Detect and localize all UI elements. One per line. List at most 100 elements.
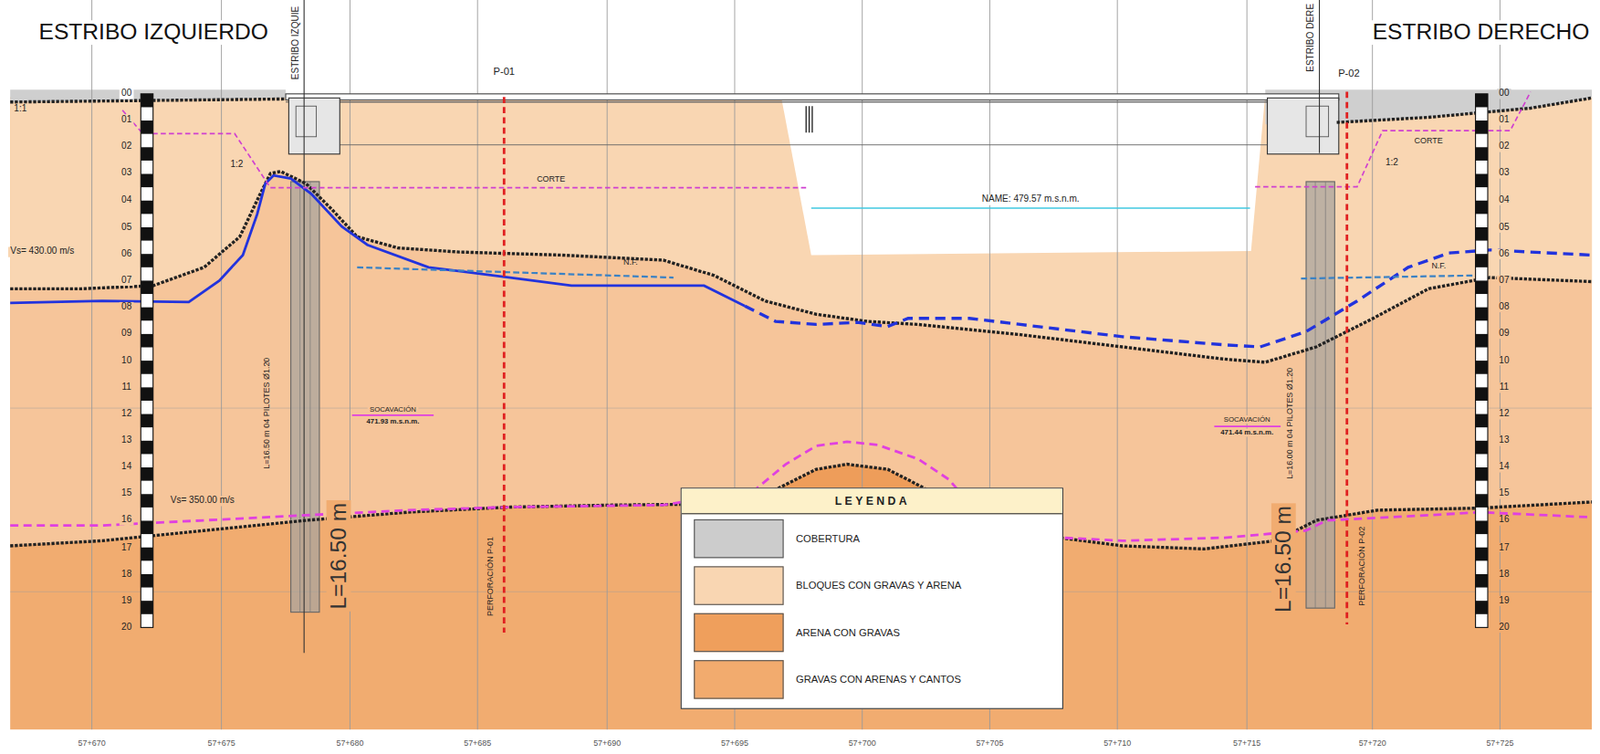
station-number: 57+685 [461, 739, 494, 749]
ruler-frame [1475, 94, 1488, 628]
water-table-label: N.F. [1429, 261, 1448, 272]
depth-number: 17 [1496, 542, 1512, 553]
borehole-label: P-01 [491, 65, 517, 77]
depth-number: 13 [119, 435, 135, 446]
depth-number: 00 [1496, 88, 1512, 99]
ruler-segment [1475, 120, 1488, 135]
ruler-segment [1475, 440, 1488, 455]
depth-number: 03 [1496, 168, 1512, 179]
station-number: 57+690 [591, 739, 624, 749]
ruler-segment [140, 280, 153, 294]
legend-box: COBERTURA BLOQUES CON GRAVAS Y ARENA ARENA… [680, 487, 1064, 710]
depth-number: 04 [119, 195, 135, 206]
station-number: 57+720 [1356, 739, 1389, 749]
max-water-level [811, 207, 1251, 210]
depth-number: 18 [1496, 568, 1512, 579]
ruler-segment [140, 467, 153, 482]
ruler-segment [1475, 493, 1488, 508]
abutment-detail [295, 105, 316, 137]
abutment-cap [288, 97, 340, 154]
water-table [356, 267, 674, 278]
depth-number: 02 [1496, 142, 1512, 153]
ruler-segment [1475, 94, 1488, 108]
depth-number: 20 [119, 622, 135, 633]
borehole-line [1345, 92, 1349, 625]
ruler-segment [1475, 467, 1488, 482]
ruler-segment [140, 94, 153, 108]
depth-number: 16 [1496, 515, 1512, 526]
pile-line [299, 181, 301, 613]
depth-number: 08 [119, 302, 135, 313]
abutment-heading: ESTRIBO DERECHO [1369, 20, 1591, 45]
depth-number: 06 [1496, 249, 1512, 260]
ruler-segment [140, 440, 153, 455]
ruler-segment [140, 146, 153, 161]
station-number: 57+715 [1231, 739, 1264, 749]
depth-number: 11 [119, 382, 134, 393]
ruler-segment [140, 547, 153, 562]
station-number: 57+670 [75, 739, 108, 749]
station-number: 57+705 [973, 739, 1006, 749]
depth-number: 07 [119, 275, 135, 286]
scour-line [352, 414, 434, 417]
depth-number: 04 [1496, 195, 1512, 206]
abutment-cap [1267, 97, 1339, 154]
legend-row: COBERTURA [681, 519, 1063, 561]
ruler-segment [1475, 334, 1488, 348]
ruler-segment [140, 120, 153, 135]
depth-number: 05 [1496, 221, 1512, 232]
ruler-frame [140, 94, 153, 628]
depth-number: 05 [119, 221, 135, 232]
legend-text: BLOQUES CON GRAVAS Y ARENA [795, 579, 962, 591]
joint-mark [808, 105, 810, 133]
depth-number: 13 [1496, 435, 1512, 446]
legend-text: ARENA CON GRAVAS [795, 627, 900, 638]
ruler-segment [140, 574, 153, 588]
scour-label: SOCAVACIÓN [367, 405, 419, 414]
depth-number: 12 [1496, 408, 1512, 419]
borehole-label: PERFORACIÓN P-02 [1359, 524, 1369, 608]
depth-number: 06 [119, 249, 135, 260]
ruler-segment [140, 360, 153, 375]
depth-number: 03 [119, 168, 135, 179]
ruler-segment [140, 253, 153, 268]
abutment-axis [1318, 0, 1320, 154]
station-number: 57+725 [1484, 739, 1517, 749]
depth-number: 09 [119, 328, 135, 339]
legend-row: BLOQUES CON GRAVAS Y ARENA [681, 565, 1063, 607]
grid [10, 0, 1592, 730]
ruler-segment [140, 174, 153, 189]
scour-label: SOCAVACIÓN [1221, 415, 1272, 424]
borehole-line [502, 96, 506, 633]
pile [291, 181, 320, 613]
abutment-axis [303, 0, 305, 653]
legend-swatch [693, 519, 784, 558]
depth-number: 09 [1496, 328, 1512, 339]
cut-line [122, 110, 806, 189]
depth-number: 18 [119, 568, 135, 579]
pile-note: L=16.50 m 04 PILOTES Ø1.20 [262, 355, 272, 471]
ruler-segment [140, 227, 153, 241]
water-table [1300, 275, 1475, 279]
river-channel [780, 94, 1266, 256]
ruler-segment [1475, 146, 1488, 161]
cut-label: CORTE [1411, 136, 1445, 147]
depth-number: 01 [1496, 115, 1512, 126]
grid-line [220, 0, 222, 730]
ruler-segment [1475, 253, 1488, 268]
depth-number: 19 [1496, 596, 1512, 607]
cut-label: CORTE [534, 175, 568, 185]
scour-line [1213, 425, 1281, 428]
depth-number: 01 [119, 115, 135, 126]
slope-label: 1:2 [228, 160, 245, 171]
legend-row: ARENA CON GRAVAS [681, 613, 1063, 655]
pile [1306, 181, 1335, 608]
pile-line [309, 181, 311, 613]
legend-text: COBERTURA [795, 533, 860, 544]
ruler-segment [1475, 307, 1488, 322]
water-level-label: NAME: 479.57 m.s.n.m. [980, 195, 1082, 206]
girder [336, 102, 1271, 146]
pile-note: L=16.00 m 04 PILOTES Ø1.20 [1286, 366, 1296, 482]
depth-number: 19 [119, 596, 135, 607]
joint-mark [805, 105, 807, 133]
